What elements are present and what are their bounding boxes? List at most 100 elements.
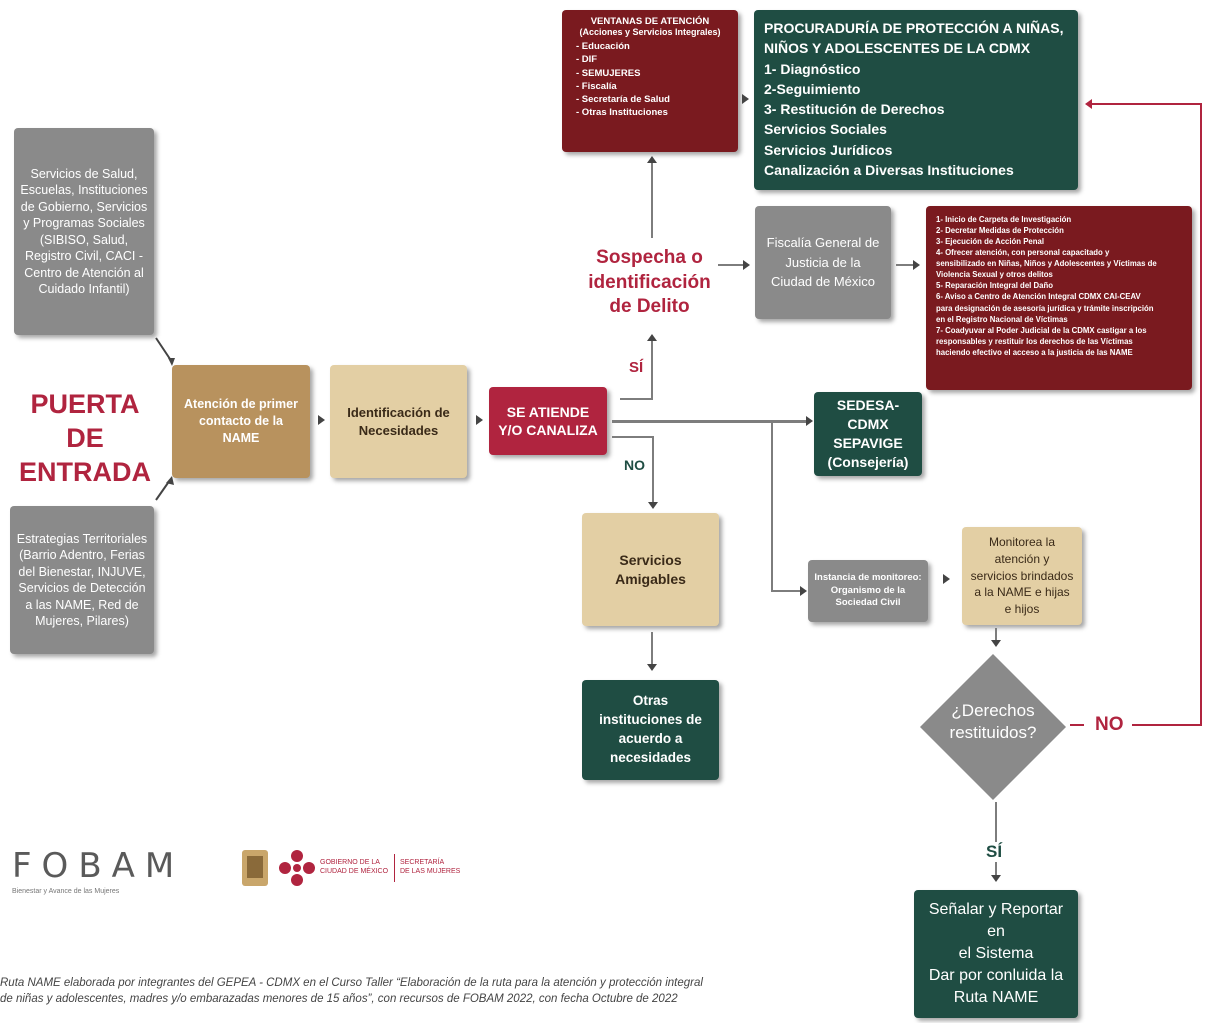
senalar-line4: Ruta NAME <box>953 989 1039 1007</box>
derechos-line1: ¿Derechos <box>951 701 1035 720</box>
senalar-box: Señalar y Reportar en el Sistema Dar por… <box>914 890 1078 1018</box>
no-label: NO <box>624 457 645 473</box>
cdmx-logo: GOBIERNO DE LA CIUDAD DE MÉXICO SECRETAR… <box>240 846 480 890</box>
gov-line1: GOBIERNO DE LA <box>320 859 380 866</box>
fiscalia-action: sensibilizado en Niñas, Niños y Adolesce… <box>936 259 1157 269</box>
windows-subtitle: (Acciones y Servicios Integrales) <box>579 27 721 37</box>
monitoreo-text: Instancia de monitoreo: Organismo de la … <box>814 571 922 609</box>
suspicion-line1: Sospecha o <box>596 247 703 268</box>
sec-text: SECRETARÍA DE LAS MUJERES <box>400 858 460 876</box>
attend-text: SE ATIENDE Y/O CANALIZA <box>498 403 598 438</box>
return-arrow-head <box>1085 99 1092 109</box>
senalar-line3: Dar por conluida la <box>928 967 1064 985</box>
procuraduria-title2: NIÑOS Y ADOLESCENTES DE LA CDMX <box>764 40 1031 57</box>
senalar-line1: Señalar y Reportar en <box>928 900 1064 940</box>
procuraduria-item: Canalización a Diversas Instituciones <box>764 162 1014 179</box>
windows-box: VENTANAS DE ATENCIÓN (Acciones y Servici… <box>562 10 738 152</box>
amigables-box: Servicios Amigables <box>582 513 719 626</box>
fiscalia-action: 1- Inicio de Carpeta de Investigación <box>936 215 1072 224</box>
procuraduria-item: 3- Restitución de Derechos <box>764 101 945 118</box>
derechos-diamond <box>920 654 1066 800</box>
arrow-to-suspicion <box>647 334 657 341</box>
monitorea-text: Monitorea la atención y servicios brinda… <box>970 535 1074 617</box>
monitorea-box: Monitorea la atención y servicios brinda… <box>962 527 1082 625</box>
fiscalia-action: para designación de asesoría jurídica y … <box>936 303 1154 313</box>
arrow-to-fiscalia-actions <box>913 260 920 270</box>
amigables-down-line <box>651 632 653 666</box>
fiscalia-right-line <box>896 264 914 266</box>
footer-line2: de niñas y adolescentes, madres y/o emba… <box>0 992 678 1005</box>
no-vertical-line <box>652 436 654 504</box>
fiscalia-action: 5- Reparación Integral del Daño <box>936 281 1053 291</box>
windows-item: - Fiscalía <box>576 80 617 92</box>
suspicion-text: Sospecha o identificación de Delito <box>582 246 717 320</box>
procuraduria-title1: PROCURADURÍA DE PROTECCIÓN A NIÑAS, <box>764 20 1064 36</box>
yes-horizontal-line <box>620 398 652 400</box>
entry-line2: ENTRADA <box>19 456 151 487</box>
footer-line1: Ruta NAME elaborada por integrantes del … <box>0 977 703 989</box>
otras-text: Otras instituciones de acuerdo a necesid… <box>599 693 702 765</box>
arrow-to-procuraduria <box>742 94 749 104</box>
derechos-no-label: NO <box>1095 714 1124 735</box>
windows-item: - Educación <box>576 41 630 52</box>
fiscalia-text: Fiscalía General de Justicia de la Ciuda… <box>766 235 880 290</box>
arrow-to-senalar <box>991 875 1001 882</box>
procuraduria-item: 1- Diagnóstico <box>764 60 861 77</box>
windows-item: - Otras Instituciones <box>576 107 668 119</box>
fiscalia-action: Violencia Sexual y otros delitos <box>936 270 1053 280</box>
suspicion-right-line <box>718 264 744 266</box>
sec-line2: DE LAS MUJERES <box>400 868 461 876</box>
windows-item: - DIF <box>576 54 598 66</box>
derechos-no-line <box>1070 724 1084 726</box>
arrow-to-windows <box>647 156 657 163</box>
return-bottom-line <box>1132 724 1202 726</box>
senalar-line2: el Sistema <box>958 944 1034 962</box>
arrow-to-fiscalia <box>743 260 750 270</box>
yes-vertical-line <box>651 340 653 400</box>
fiscalia-action: responsables y restituir los derechos de… <box>936 336 1133 346</box>
coat-of-arms-icon <box>242 850 268 886</box>
derechos-text: ¿Derechos restituidos? <box>938 700 1048 744</box>
cdmx-flower-icon <box>279 850 315 886</box>
sedesa-line2: SEPAVIGE <box>833 435 903 451</box>
derechos-si-label: SÍ <box>986 842 1003 862</box>
sedesa-box: SEDESA-CDMX SEPAVIGE (Consejería) <box>814 392 922 476</box>
suspicion-line2: identificación <box>588 271 711 293</box>
left-bottom-text: Estrategias Territoriales (Barrio Adentr… <box>16 531 148 629</box>
sec-line1: SECRETARÍA <box>400 859 445 866</box>
return-top-line <box>1092 103 1202 105</box>
windows-title: VENTANAS DE ATENCIÓN <box>590 16 710 27</box>
left-top-box: Servicios de Salud, Escuelas, Institucio… <box>14 128 154 335</box>
fobam-tagline: Bienestar y Avance de las Mujeres <box>12 888 120 895</box>
return-right-line <box>1200 103 1202 726</box>
windows-item: - Secretaría de Salud <box>576 94 670 106</box>
entry-title: PUERTA DE ENTRADA <box>10 388 160 489</box>
main-horizontal-line <box>612 420 808 423</box>
monitor-vertical-line <box>771 421 773 591</box>
fiscalia-actions-box: 1- Inicio de Carpeta de Investigación 2-… <box>926 206 1192 390</box>
needs-text: Identificación de Necesidades <box>347 404 450 438</box>
arrow-to-otras <box>647 664 657 671</box>
arrow-to-sedesa <box>806 416 813 426</box>
needs-box: Identificación de Necesidades <box>330 365 467 478</box>
amigables-text: Servicios Amigables <box>615 551 686 587</box>
arrow-to-monitoreo <box>800 586 807 596</box>
sedesa-line1: SEDESA-CDMX <box>836 397 900 433</box>
derechos-line2: restituidos? <box>949 723 1037 743</box>
no-horizontal-line <box>612 436 654 438</box>
procuraduria-item: Servicios Sociales <box>764 121 887 138</box>
fiscalia-action: 3- Ejecución de Acción Penal <box>936 237 1045 247</box>
arrow-to-needs <box>318 415 325 425</box>
windows-item: - SEMUJERES <box>576 67 641 79</box>
suspicion-up-line <box>651 162 653 238</box>
arrow-to-attend <box>476 415 483 425</box>
yes-label: SÍ <box>629 359 644 376</box>
sedesa-line3: (Consejería) <box>827 453 909 470</box>
logo-divider <box>394 854 395 882</box>
windows-list: - Educación - DIF - SEMUJERES - Fiscalía… <box>570 40 730 120</box>
fiscalia-action: 6- Aviso a Centro de Atención Integral C… <box>936 292 1141 302</box>
first-contact-text: Atención de primer contacto de la NAME <box>184 397 298 445</box>
fiscalia-action: haciendo efectivo el acceso a la justici… <box>936 347 1133 357</box>
arrow-to-amigables <box>648 502 658 509</box>
